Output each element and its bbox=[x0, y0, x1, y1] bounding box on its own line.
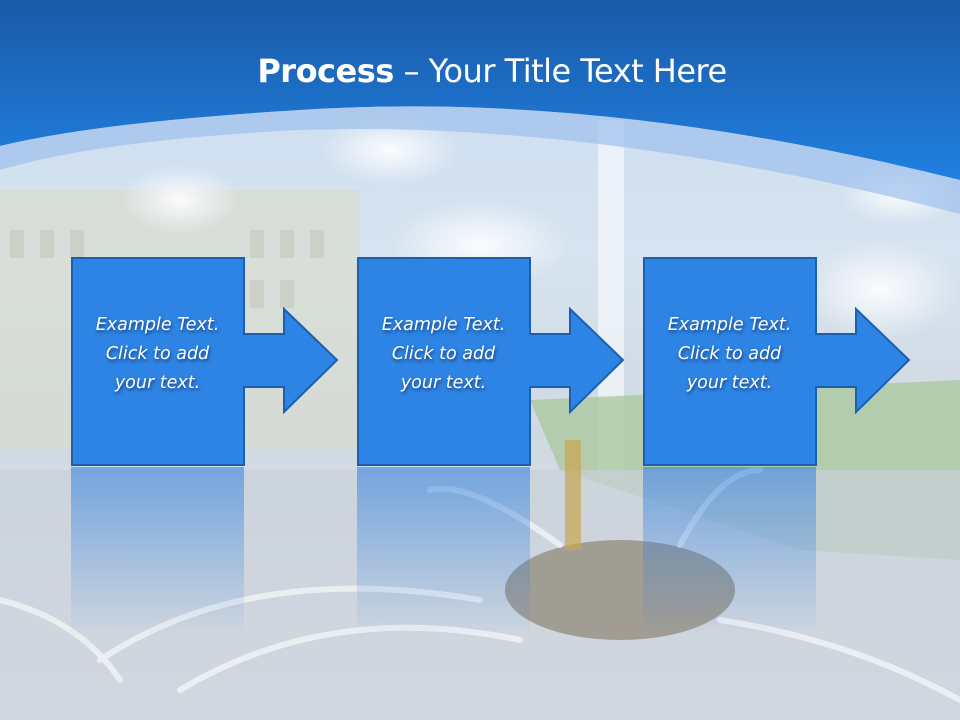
arrow-box-shape bbox=[71, 257, 339, 466]
slide-title[interactable]: Process – Your Title Text Here bbox=[0, 52, 960, 90]
step-1-text[interactable]: Example Text. Click to add your text. bbox=[95, 315, 220, 393]
process-step-1[interactable]: Example Text. Click to add your text. bbox=[71, 257, 341, 467]
step-1-reflection bbox=[71, 467, 244, 637]
process-step-3[interactable]: Example Text. Click to add your text. bbox=[643, 257, 913, 467]
step-2-reflection bbox=[357, 467, 530, 637]
step-3-text[interactable]: Example Text. Click to add your text. bbox=[667, 315, 792, 393]
title-bold: Process bbox=[257, 52, 394, 90]
title-rest: – Your Title Text Here bbox=[393, 52, 727, 90]
process-step-2[interactable]: Example Text. Click to add your text. bbox=[357, 257, 627, 467]
step-3-reflection bbox=[643, 467, 816, 637]
arrow-box-shape bbox=[643, 257, 911, 466]
arrow-box-shape bbox=[357, 257, 625, 466]
step-2-text[interactable]: Example Text. Click to add your text. bbox=[381, 315, 506, 393]
